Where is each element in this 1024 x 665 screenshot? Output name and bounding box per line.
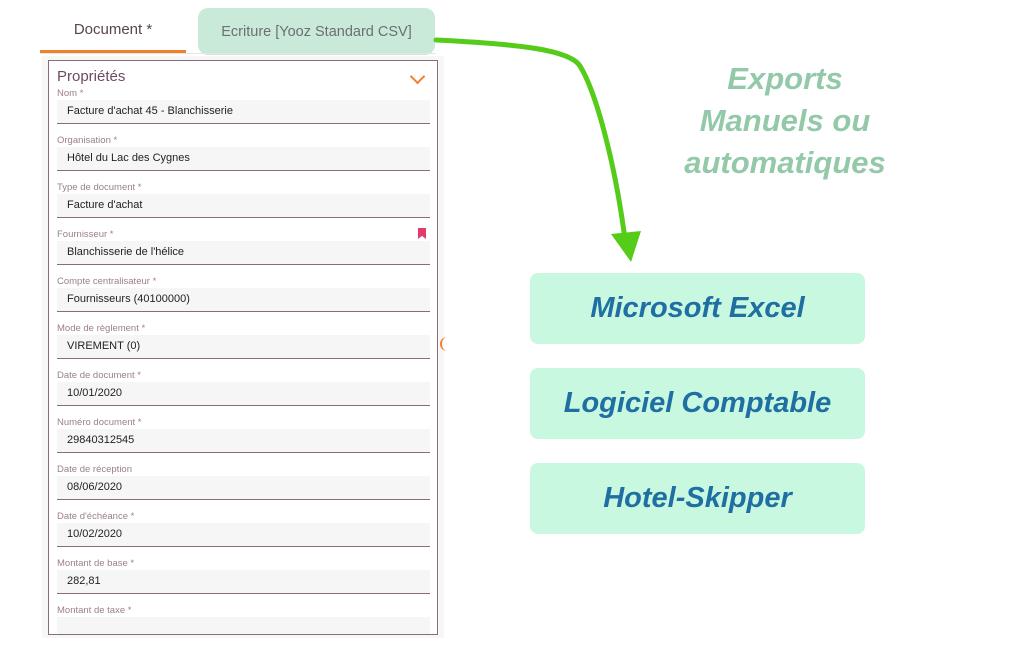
fournisseur-input[interactable]: Blanchisserie de l'hélice <box>57 241 430 265</box>
field-label: Type de document * <box>57 182 142 193</box>
field-value: 10/01/2020 <box>67 387 123 399</box>
field-label: Fournisseur * <box>57 229 114 240</box>
numero-document-input[interactable]: 29840312545 <box>57 429 430 453</box>
export-microsoft-excel-button[interactable]: Microsoft Excel <box>530 273 865 344</box>
active-tab-indicator <box>40 50 186 53</box>
field-value: Blanchisserie de l'hélice <box>67 246 185 258</box>
exports-heading: Exports Manuels ou automatiques <box>650 58 920 184</box>
export-button-label: Hotel-Skipper <box>603 482 792 514</box>
montant-base-input[interactable]: 282,81 <box>57 570 430 594</box>
field-label: Mode de règlement * <box>57 323 146 334</box>
section-title: Propriétés <box>57 68 126 85</box>
exports-heading-line3: automatiques <box>684 145 886 180</box>
export-logiciel-comptable-button[interactable]: Logiciel Comptable <box>530 368 865 439</box>
field-label: Montant de base * <box>57 558 135 569</box>
arrow-line <box>433 37 627 235</box>
field-value: Facture d'achat 45 - Blanchisserie <box>67 105 233 117</box>
type-document-input[interactable]: Facture d'achat <box>57 194 430 218</box>
field-value: 282,81 <box>67 575 101 587</box>
tab-document[interactable]: Document * <box>40 8 186 50</box>
field-value: 08/06/2020 <box>67 481 123 493</box>
exports-heading-line2: Manuels ou <box>699 103 871 138</box>
chevron-down-icon[interactable] <box>409 68 426 85</box>
field-label: Numéro document * <box>57 417 142 428</box>
nom-input[interactable]: Facture d'achat 45 - Blanchisserie <box>57 100 430 124</box>
tab-ecriture-label: Ecriture [Yooz Standard CSV] <box>221 23 412 40</box>
export-button-label: Microsoft Excel <box>590 292 805 324</box>
panel-resize-handle[interactable] <box>440 337 448 351</box>
field-value: 10/02/2020 <box>67 528 123 540</box>
export-hotel-skipper-button[interactable]: Hotel-Skipper <box>530 463 865 534</box>
field-value: VIREMENT (0) <box>67 340 141 352</box>
field-label: Date d'échéance * <box>57 511 135 522</box>
field-value: 29840312545 <box>67 434 135 446</box>
tabs-divider <box>40 53 436 54</box>
field-value: Facture d'achat <box>67 199 143 211</box>
tab-ecriture[interactable]: Ecriture [Yooz Standard CSV] <box>198 8 435 55</box>
organisation-input[interactable]: Hôtel du Lac des Cygnes <box>57 147 430 171</box>
tab-bar: Document * Ecriture [Yooz Standard CSV] <box>40 8 436 55</box>
field-label: Nom * <box>57 88 84 99</box>
arrow-head-icon <box>611 231 641 262</box>
compte-centralisateur-input[interactable]: Fournisseurs (40100000) <box>57 288 430 312</box>
field-label: Organisation * <box>57 135 118 146</box>
field-label: Date de réception <box>57 464 132 475</box>
field-label: Compte centralisateur * <box>57 276 157 287</box>
export-button-label: Logiciel Comptable <box>563 387 832 419</box>
date-echeance-input[interactable]: 10/02/2020 <box>57 523 430 547</box>
field-label: Montant de taxe * <box>57 605 132 616</box>
mode-reglement-input[interactable]: VIREMENT (0) <box>57 335 430 359</box>
exports-heading-line1: Exports <box>727 61 843 96</box>
field-value: Fournisseurs (40100000) <box>67 293 190 305</box>
date-reception-input[interactable]: 08/06/2020 <box>57 476 430 500</box>
date-document-input[interactable]: 10/01/2020 <box>57 382 430 406</box>
montant-taxe-input[interactable] <box>57 617 430 634</box>
field-value: Hôtel du Lac des Cygnes <box>67 152 190 164</box>
tab-document-label: Document * <box>73 20 153 38</box>
field-label: Date de document * <box>57 370 141 381</box>
bookmark-icon[interactable] <box>418 228 426 239</box>
properties-panel: Propriétés Nom * Facture d'achat 45 - Bl… <box>48 60 438 635</box>
